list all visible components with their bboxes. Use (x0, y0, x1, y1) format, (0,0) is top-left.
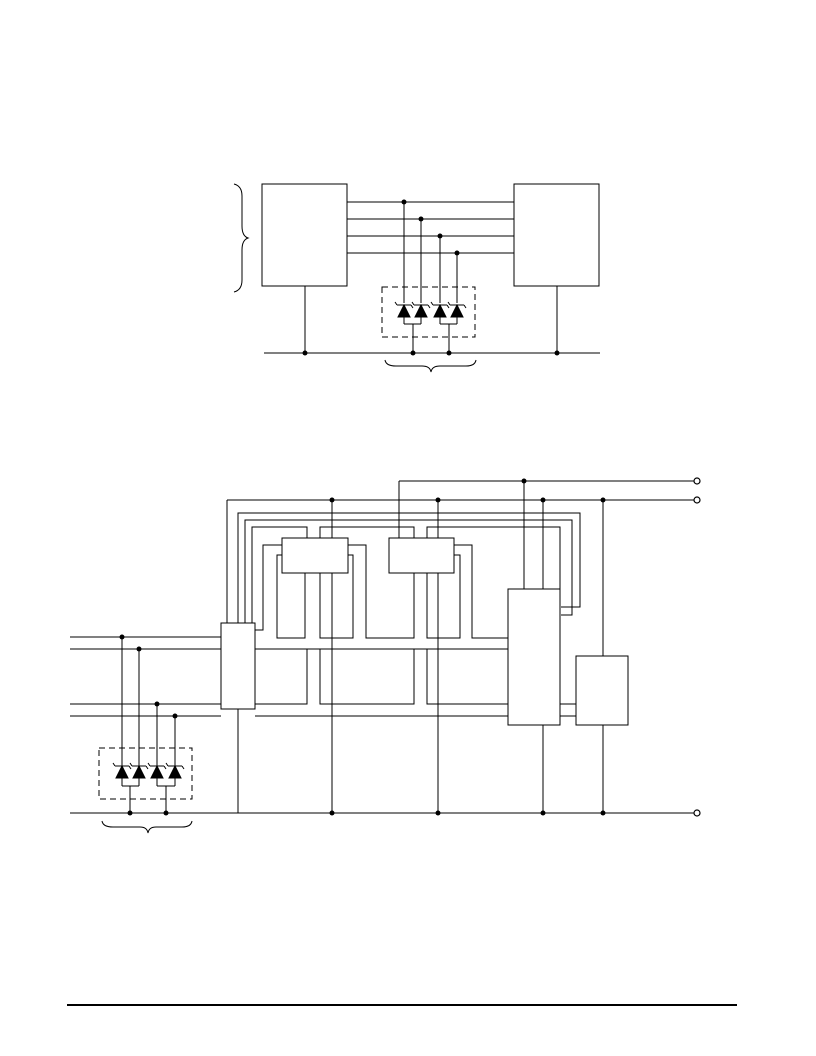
figure-bottom (70, 477, 701, 834)
diode (147, 762, 167, 779)
block-left-tall (220, 622, 256, 710)
diode (411, 301, 431, 318)
block-right (513, 183, 600, 287)
diode (165, 762, 185, 779)
block-right-tall (507, 588, 561, 726)
diode (129, 762, 149, 779)
block-far-right (575, 655, 629, 726)
bottom-brace (384, 359, 477, 373)
junction-dot (302, 350, 308, 356)
left-brace (233, 183, 250, 293)
junction-dot (554, 350, 560, 356)
diode (430, 301, 450, 318)
diode (447, 301, 467, 318)
junction-dot (446, 350, 452, 356)
diode-array-box (381, 286, 476, 338)
diode-array-box-bottom (98, 747, 193, 800)
figure-top (233, 183, 600, 373)
terminal[interactable] (693, 477, 701, 485)
block-mid-1 (281, 537, 349, 574)
block-left (261, 183, 348, 287)
junction-dot (410, 350, 416, 356)
terminal[interactable] (693, 496, 701, 504)
terminal[interactable] (693, 809, 701, 817)
block-mid-2 (388, 537, 455, 574)
diode (394, 301, 414, 318)
bottom-brace-2 (101, 820, 193, 834)
diode (112, 762, 132, 779)
